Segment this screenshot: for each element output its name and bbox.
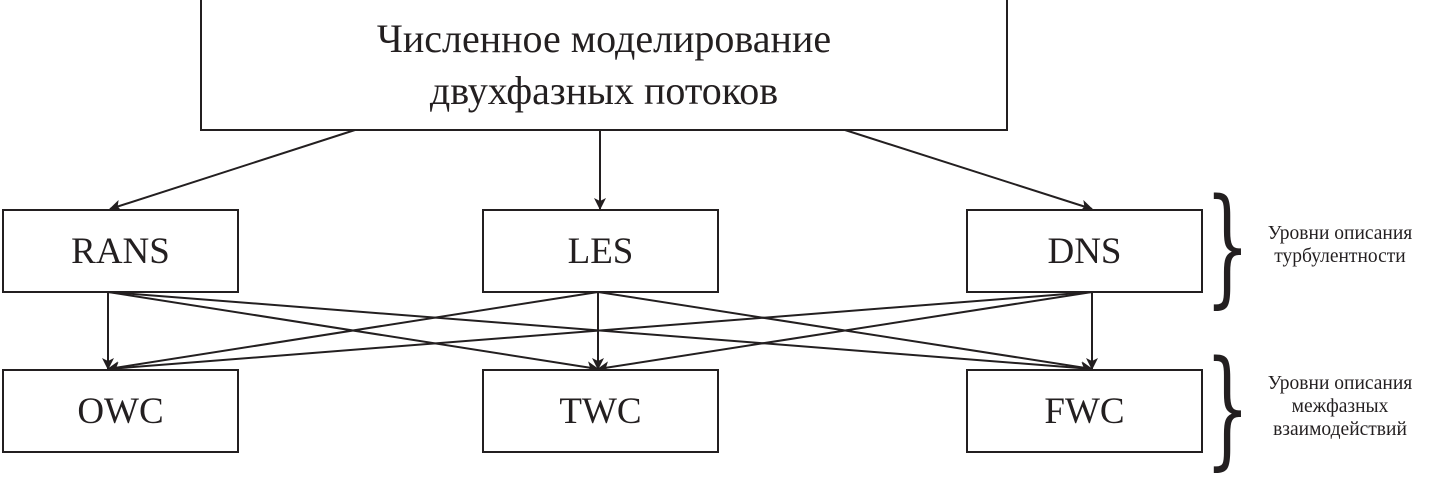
node-label: FWC	[1044, 390, 1125, 432]
annotation-line: Уровни описания	[1267, 373, 1413, 394]
annotation-line: Уровни описания	[1267, 223, 1413, 244]
brace-interaction-icon: }	[1205, 334, 1250, 483]
root-node: Численное моделирование двухфазных поток…	[200, 0, 1008, 131]
edge-les-to-fwc	[597, 291, 1093, 374]
annotation-line: межфазных	[1291, 396, 1389, 417]
edge-root-to-dns	[844, 129, 1093, 212]
annotation-line: турбулентности	[1274, 246, 1406, 267]
edge-rans-to-fwc	[107, 291, 1093, 375]
node-owc: OWC	[2, 369, 239, 453]
edge-dns-to-twc	[597, 291, 1093, 374]
root-title-line2: двухфазных потоков	[429, 67, 779, 113]
node-label: TWC	[559, 390, 642, 432]
edge-root-to-rans	[109, 129, 356, 212]
node-label: LES	[567, 230, 634, 272]
annotation-line: взаимодействий	[1273, 419, 1407, 440]
root-title-line1: Численное моделирование	[376, 15, 832, 61]
node-les: LES	[482, 209, 719, 293]
edge-dns-to-owc	[107, 291, 1093, 375]
annotation-interaction: Уровни описания межфазных взаимодействий	[1240, 372, 1438, 441]
node-fwc: FWC	[966, 369, 1203, 453]
edge-rans-to-twc	[107, 291, 599, 374]
annotation-turbulence: Уровни описания турбулентности	[1240, 222, 1438, 268]
node-label: RANS	[71, 230, 170, 272]
node-twc: TWC	[482, 369, 719, 453]
node-label: OWC	[77, 390, 164, 432]
node-rans: RANS	[2, 209, 239, 293]
brace-turbulence-icon: }	[1205, 172, 1250, 321]
edge-les-to-owc	[107, 291, 599, 374]
node-dns: DNS	[966, 209, 1203, 293]
node-label: DNS	[1047, 230, 1122, 272]
